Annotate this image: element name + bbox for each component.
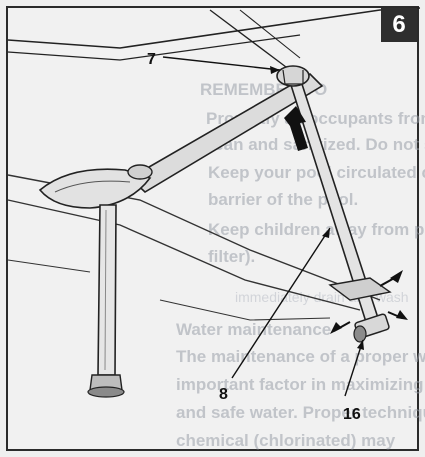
leader-8: [231, 227, 331, 379]
bleed-line-12: chemical (chlorinated) may: [176, 431, 396, 450]
bleed-line-5: Keep children away from pool c: [208, 220, 425, 239]
bleed-line-9: The maintenance of a proper water: [176, 347, 425, 366]
leader-16-arrowhead: [357, 340, 364, 350]
callout-7: 7: [147, 51, 156, 68]
callout-8: 8: [219, 386, 228, 403]
step-number-badge: 6: [381, 8, 417, 42]
adjust-arrows: [330, 270, 408, 334]
leader-7-arrowhead: [270, 66, 280, 74]
arrow-right-icon: [396, 310, 408, 320]
bleed-line-6: filter).: [208, 247, 255, 266]
bleed-line-10: important factor in maximizing the li: [176, 375, 425, 394]
t-joint: [38, 164, 153, 209]
rod-top-cap: [276, 65, 310, 87]
illustration-panel: [6, 6, 419, 451]
callout-leaders: [162, 56, 364, 397]
leader-7: [162, 56, 281, 71]
lift-arrow-icon: [284, 106, 308, 151]
arrow-down-left-icon: [330, 322, 342, 334]
leader-16: [344, 339, 364, 397]
liner-edge-left: [7, 259, 91, 273]
vertical-leg: [87, 204, 125, 398]
liner-edge-lower: [7, 199, 361, 311]
bleed-line-4: barrier of the pool.: [208, 190, 358, 209]
bleed-line-11: and safe water. Proper technique is: [176, 403, 425, 422]
bleed-line-8: Water maintenance: [176, 320, 331, 339]
leg-base-plate: [87, 386, 125, 398]
leader-8-arrowhead: [322, 228, 330, 238]
callout-16: 16: [343, 406, 361, 423]
bleed-line-3: Keep your pool circulated clear: [208, 163, 425, 182]
ground-line: [159, 299, 331, 321]
base-connector: [328, 277, 392, 343]
